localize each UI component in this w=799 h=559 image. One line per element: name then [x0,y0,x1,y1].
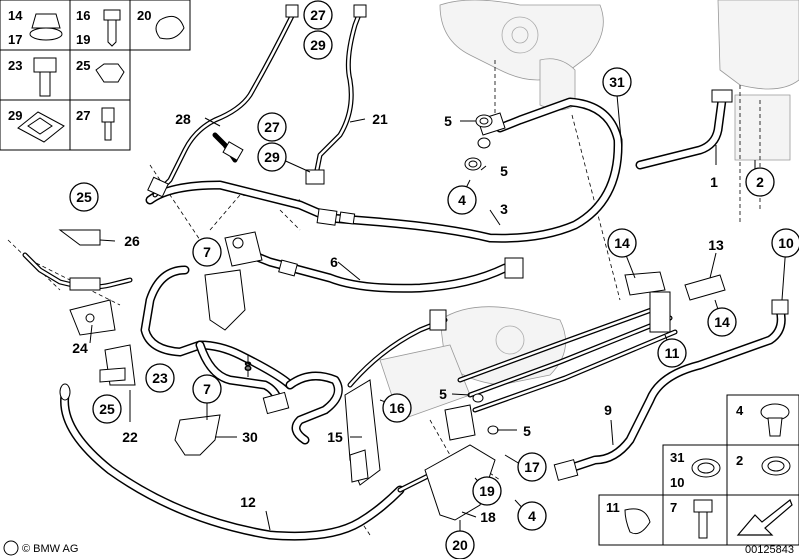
hose-3[interactable] [145,97,623,243]
svg-text:23: 23 [152,370,168,386]
svg-text:22: 22 [122,429,138,445]
svg-text:4: 4 [458,192,466,208]
svg-text:19: 19 [76,32,90,47]
bracket-30[interactable] [174,414,221,456]
callout-11: 11 [657,338,687,368]
svg-text:16: 16 [76,8,90,23]
image-number: 00125843 [745,544,794,556]
callout-17: 17 [517,452,547,482]
svg-text:25: 25 [99,401,115,417]
callout-25-lower: 25 [92,394,122,424]
svg-text:7: 7 [203,244,211,260]
tube-11[interactable] [347,291,678,413]
legend-top-left: 14 17 16 19 20 23 25 29 27 [0,0,191,151]
svg-text:10: 10 [670,475,684,490]
svg-text:23: 23 [8,58,22,73]
callout-14-right-top: 14 [607,228,637,258]
labels: 28 21 5 5 1 3 26 13 6 24 8 5 9 5 22 30 1… [72,111,724,525]
callout-7-upper: 7 [192,237,222,267]
bracket-15[interactable] [344,379,381,486]
svg-text:11: 11 [606,500,620,515]
svg-text:14: 14 [8,8,23,23]
callout-25-left: 25 [69,182,99,212]
hose-8[interactable] [140,265,343,445]
hose-6[interactable] [224,231,524,293]
svg-text:26: 26 [124,233,140,249]
svg-text:8: 8 [244,358,252,374]
tube-24-26[interactable] [22,229,133,336]
callout-31: 31 [602,67,632,97]
svg-text:17: 17 [524,459,540,475]
svg-text:4: 4 [528,508,536,524]
svg-text:2: 2 [736,453,743,468]
svg-text:7: 7 [670,500,677,515]
svg-text:24: 24 [72,340,88,356]
callout-10: 10 [771,228,799,258]
callout-27-top: 27 [303,0,333,30]
svg-text:29: 29 [264,149,280,165]
svg-text:4: 4 [736,403,744,418]
svg-text:13: 13 [708,237,724,253]
svg-text:14: 14 [714,314,730,330]
legend-bottom-right: 4 31 10 2 11 7 [598,394,799,546]
svg-text:16: 16 [389,400,405,416]
callout-4-top: 4 [447,185,477,215]
svg-text:30: 30 [242,429,258,445]
svg-text:27: 27 [310,7,326,23]
svg-text:17: 17 [8,32,22,47]
hose-9[interactable] [553,299,789,481]
svg-text:11: 11 [665,345,680,361]
callout-20: 20 [445,530,475,559]
svg-text:7: 7 [203,381,211,397]
o-rings[interactable] [464,114,499,435]
svg-text:20: 20 [452,537,468,553]
svg-text:19: 19 [479,483,495,499]
svg-text:20: 20 [137,8,151,23]
callout-27-mid: 27 [257,112,287,142]
bracket-7-upper[interactable] [204,269,246,331]
callouts: 27 29 27 29 31 2 10 4 25 7 14 14 11 23 7… [69,0,799,559]
svg-text:27: 27 [76,108,90,123]
svg-text:1: 1 [710,174,718,190]
callout-2: 2 [745,167,775,197]
svg-text:27: 27 [264,119,280,135]
svg-text:25: 25 [76,58,90,73]
callout-14-right: 14 [707,307,737,337]
tube-21-28[interactable] [147,4,367,198]
svg-text:10: 10 [778,235,794,251]
copyright-text: © BMW AG [22,543,78,555]
svg-text:3: 3 [500,201,508,217]
svg-text:28: 28 [175,111,191,127]
hose-1[interactable] [635,89,733,170]
svg-text:15: 15 [327,429,343,445]
svg-text:14: 14 [614,235,630,251]
callout-29-mid: 29 [257,142,287,172]
svg-text:5: 5 [439,386,447,402]
footer: © BMW AG 00125843 [3,540,794,556]
callout-7-lower: 7 [192,374,222,404]
callout-19: 19 [472,476,502,506]
svg-text:29: 29 [8,108,22,123]
reservoir-ghost [717,0,799,161]
power-steering-pump-ghost [439,0,604,111]
callout-16: 16 [382,393,412,423]
svg-text:21: 21 [372,111,388,127]
callout-29-top: 29 [303,30,333,60]
svg-text:5: 5 [444,113,452,129]
svg-text:2: 2 [756,174,764,190]
svg-text:5: 5 [500,163,508,179]
callout-23: 23 [145,363,175,393]
svg-text:9: 9 [604,402,612,418]
svg-text:12: 12 [240,494,256,510]
svg-text:29: 29 [310,37,326,53]
svg-text:6: 6 [330,254,338,270]
svg-text:5: 5 [523,423,531,439]
svg-text:18: 18 [480,509,496,525]
callout-4-lower: 4 [517,501,547,531]
svg-text:25: 25 [76,189,92,205]
bracket-22[interactable] [99,344,136,386]
svg-text:31: 31 [670,450,684,465]
svg-text:31: 31 [609,74,625,90]
